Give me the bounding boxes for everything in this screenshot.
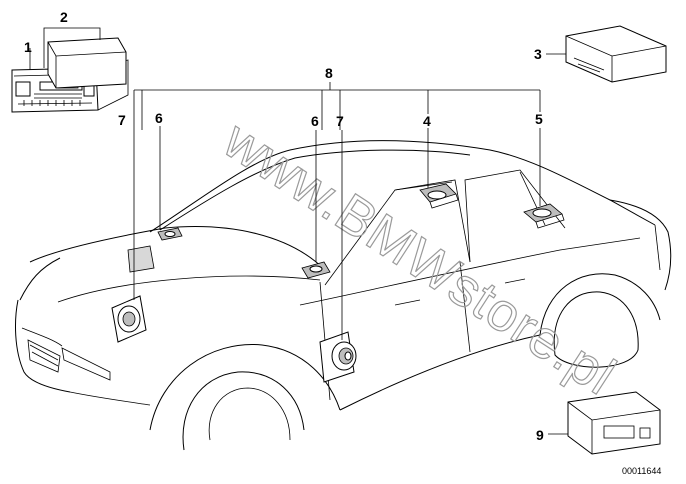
callout-9: 9 bbox=[536, 427, 544, 443]
speaker-rear-door bbox=[419, 183, 459, 209]
speaker-rear-shelf bbox=[523, 203, 565, 229]
reference-number: 00011644 bbox=[622, 466, 661, 476]
callout-6-left: 6 bbox=[155, 110, 163, 126]
callout-8: 8 bbox=[325, 65, 333, 81]
speaker-door bbox=[319, 331, 357, 383]
car-outline bbox=[15, 140, 672, 451]
callout-1: 1 bbox=[24, 39, 32, 55]
tweeter-dash-right bbox=[301, 261, 331, 279]
amplifier-box bbox=[565, 25, 667, 83]
callout-6-right: 6 bbox=[311, 113, 319, 129]
speaker-front-woofer bbox=[111, 295, 147, 343]
navigation-module bbox=[567, 391, 661, 455]
callout-4: 4 bbox=[423, 113, 431, 129]
radio-housing bbox=[47, 37, 127, 89]
callout-7-left: 7 bbox=[118, 112, 126, 128]
watermark-text: www.BMWstore.pl bbox=[213, 109, 627, 407]
callout-7-right: 7 bbox=[336, 113, 344, 129]
leader-lines bbox=[29, 27, 568, 435]
callout-2: 2 bbox=[60, 9, 68, 25]
callout-3: 3 bbox=[534, 46, 542, 62]
callout-5: 5 bbox=[535, 111, 543, 127]
tweeter-dash-left bbox=[157, 227, 183, 241]
crossover-box bbox=[127, 245, 155, 273]
